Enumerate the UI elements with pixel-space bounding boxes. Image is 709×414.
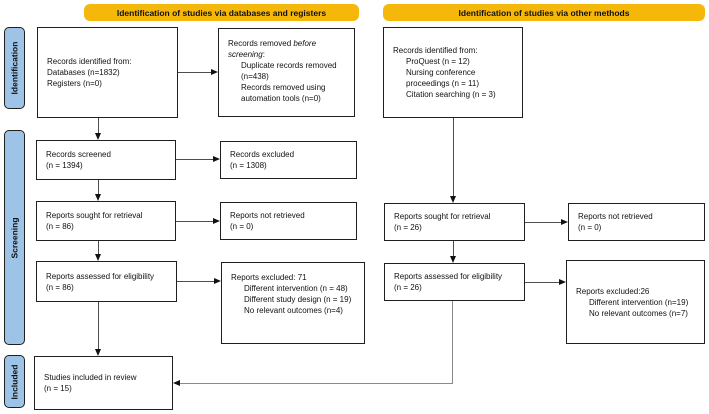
text-line: Reports not retrieved: [230, 211, 305, 220]
text-line: Duplicate records removed (n=438): [241, 61, 337, 81]
box-records-identified-other-methods: Records identified from: ProQuest (n = 1…: [383, 27, 523, 118]
text-line: Different intervention (n=19): [589, 297, 689, 307]
box-records-screened: Records screened (n = 1394): [36, 140, 176, 180]
text-line: (n = 1308): [230, 161, 267, 170]
box-reports-not-retrieved-db: Reports not retrieved (n = 0): [220, 202, 357, 240]
text-line: Nursing conference proceedings (n = 11): [406, 68, 480, 88]
text-line: (n = 86): [46, 282, 74, 292]
text-line: (n = 26): [394, 283, 422, 292]
text-line: Different intervention (n = 48): [244, 284, 348, 293]
text-segment: Records removed: [228, 39, 294, 48]
text-line: Studies included in review: [44, 373, 137, 382]
text-line: (n = 0): [230, 222, 254, 231]
box-reports-not-retrieved-other: Reports not retrieved (n = 0): [568, 203, 705, 241]
text-line: Reports sought for retrieval: [394, 212, 491, 221]
box-records-identified-databases: Records identified from: Databases (n=18…: [37, 27, 178, 118]
box-reports-sought-retrieval-db: Reports sought for retrieval (n = 86): [36, 201, 176, 241]
indented-list: Different intervention (n = 48) Differen…: [231, 283, 360, 316]
box-records-removed-before-screening: Records removed before screening: Duplic…: [218, 28, 355, 117]
phase-label-text: Identification: [9, 41, 20, 95]
text-line: (n = 15): [44, 384, 72, 393]
text-line: No relevant outcomes (n=4): [244, 306, 343, 315]
text-line: Reports assessed for eligibility: [394, 272, 503, 281]
text-segment: :: [262, 50, 265, 59]
text-line: Records removed before screening:: [228, 38, 350, 60]
text-line: Reports sought for retrieval: [46, 211, 143, 220]
box-studies-included: Studies included in review (n = 15): [34, 356, 173, 410]
header-other-methods: Identification of studies via other meth…: [383, 4, 705, 21]
text-line: Records identified from:: [393, 46, 478, 55]
box-reports-assessed-eligibility-db: Reports assessed for eligibility (n = 86…: [36, 261, 177, 302]
text-line: Databases (n=1832): [47, 68, 120, 77]
text-line: (n = 0): [578, 223, 602, 232]
box-records-excluded: Records excluded (n = 1308): [220, 141, 357, 179]
text-line: Different study design (n = 19): [244, 295, 352, 304]
phase-label-text: Screening: [9, 216, 20, 259]
box-reports-excluded-db: Reports excluded: 71 Different intervent…: [221, 262, 365, 344]
text-line: ProQuest (n = 12): [406, 57, 470, 66]
text-line: Registers (n=0): [47, 79, 102, 88]
header-databases-registers: Identification of studies via databases …: [84, 4, 359, 21]
indented-list: ProQuest (n = 12) Nursing conference pro…: [393, 56, 518, 100]
text-line: (n = 1394): [46, 161, 83, 170]
indented-list: Different intervention (n=19) No relevan…: [576, 297, 700, 319]
phase-label-screening: Screening: [4, 130, 25, 345]
text-line: Records excluded: [230, 150, 295, 159]
text-line: Records identified from:: [47, 57, 132, 66]
text-line: Records removed using automation tools (…: [241, 83, 326, 103]
text-line: (n = 86): [46, 222, 74, 231]
text-line: Reports not retrieved: [578, 212, 653, 221]
text-line: Reports assessed for eligibility: [46, 271, 155, 281]
phase-label-text: Included: [9, 364, 20, 399]
box-reports-assessed-eligibility-other: Reports assessed for eligibility (n = 26…: [384, 263, 525, 301]
text-line: (n = 26): [394, 223, 422, 232]
text-line: No relevant outcomes (n=7): [589, 308, 688, 318]
box-reports-sought-retrieval-other: Reports sought for retrieval (n = 26): [384, 203, 525, 241]
text-line: Records screened: [46, 150, 111, 159]
text-line: Reports excluded:26: [576, 286, 650, 296]
phase-label-identification: Identification: [4, 27, 25, 109]
phase-label-included: Included: [4, 355, 25, 408]
text-line: Reports excluded: 71: [231, 273, 307, 282]
box-reports-excluded-other: Reports excluded:26 Different interventi…: [566, 260, 705, 344]
indented-list: Duplicate records removed (n=438) Record…: [228, 60, 350, 104]
text-line: Citation searching (n = 3): [406, 90, 496, 99]
text-segment-italic: before screening: [228, 39, 317, 59]
